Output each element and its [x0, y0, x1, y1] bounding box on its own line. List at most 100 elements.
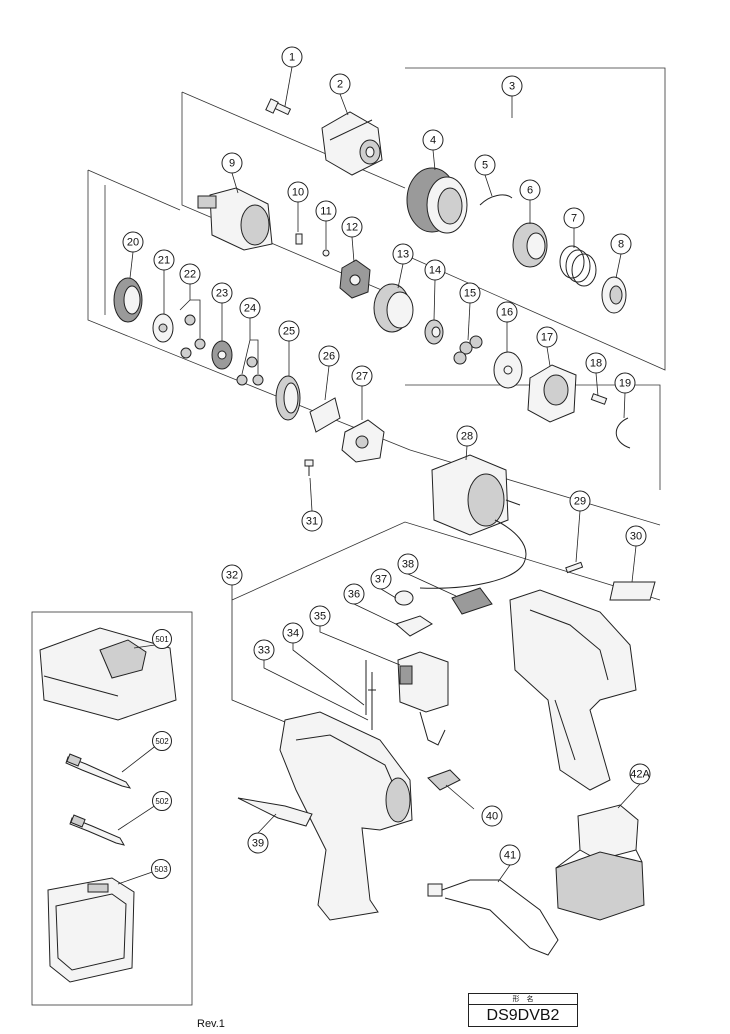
callout-label: 39 [252, 838, 264, 850]
callout-label: 20 [127, 237, 139, 249]
model-header: 形 名 [469, 994, 577, 1005]
callout-38: 38 [397, 553, 419, 575]
part-carrier-21 [152, 313, 174, 343]
callout-label: 501 [155, 635, 169, 644]
part-housing-9 [197, 187, 273, 251]
callout-label: 16 [501, 307, 513, 319]
part-bushing-37 [394, 590, 414, 606]
part-screw-18 [590, 393, 608, 405]
part-cam-12 [339, 259, 371, 299]
callout-label: 13 [397, 249, 409, 261]
callout-label: 14 [429, 265, 441, 277]
part-planet-gears-15 [453, 335, 483, 365]
part-gear-case-17 [527, 364, 577, 423]
callout-label: 33 [258, 645, 270, 657]
part-bracket-27 [341, 419, 385, 463]
part-lever-36 [395, 615, 433, 637]
callout-23: 23 [211, 282, 233, 304]
callout-7: 7 [563, 207, 585, 229]
callout-41: 41 [499, 844, 521, 866]
accessory-box [31, 611, 193, 1006]
callout-37: 37 [370, 568, 392, 590]
callout-label: 11 [320, 206, 331, 218]
callout-22: 22 [179, 263, 201, 285]
part-screw-1 [265, 98, 292, 116]
leader-lines [117, 66, 641, 885]
accessory-callout-503: 503 [151, 859, 171, 879]
callout-label: 5 [482, 160, 488, 172]
callout-label: 17 [541, 332, 553, 344]
callout-label: 30 [630, 531, 642, 543]
callout-label: 37 [375, 574, 387, 586]
part-planets-24 [236, 356, 264, 386]
part-carrier-23 [211, 340, 233, 370]
callout-16: 16 [496, 301, 518, 323]
callout-label: 28 [461, 431, 473, 443]
callout-40: 40 [481, 805, 503, 827]
callout-10: 10 [287, 181, 309, 203]
callout-31: 31 [301, 510, 323, 532]
model-box: 形 名 DS9DVB2 [468, 993, 578, 1027]
callout-label: 21 [158, 255, 170, 267]
callout-label: 10 [292, 187, 304, 199]
callout-35: 35 [309, 605, 331, 627]
part-clip-40 [427, 769, 461, 791]
part-pin-10 [295, 233, 303, 245]
callout-label: 6 [527, 185, 533, 197]
callout-label: 42A [630, 769, 650, 781]
part-chuck-2 [321, 111, 383, 176]
callout-label: 502 [155, 797, 169, 806]
part-clutch-ring-4 [406, 167, 468, 234]
callout-label: 4 [430, 135, 436, 147]
callout-label: 27 [356, 371, 368, 383]
part-ring-gear-25 [275, 375, 301, 421]
callout-label: 41 [504, 850, 516, 862]
callout-label: 40 [486, 811, 498, 823]
callout-42A: 42A [629, 763, 651, 785]
callout-12: 12 [341, 216, 363, 238]
callout-14: 14 [424, 259, 446, 281]
callout-13: 13 [392, 243, 414, 265]
part-wire-33 [368, 672, 376, 730]
group-frames [31, 67, 666, 1006]
part-spring-7 [559, 245, 597, 287]
callout-15: 15 [459, 282, 481, 304]
part-screw-31 [304, 459, 314, 476]
callout-3: 3 [501, 75, 523, 97]
callout-label: 34 [287, 628, 299, 640]
callout-label: 2 [337, 79, 343, 91]
callout-label: 502 [155, 737, 169, 746]
callout-1: 1 [281, 46, 303, 68]
callout-17: 17 [536, 326, 558, 348]
callout-26: 26 [318, 345, 340, 367]
accessory-callout-501: 501 [152, 629, 172, 649]
callout-label: 32 [226, 570, 238, 582]
callout-39: 39 [247, 832, 269, 854]
callout-29: 29 [569, 490, 591, 512]
callout-label: 12 [346, 222, 358, 234]
model-name: DS9DVB2 [486, 1007, 560, 1024]
callout-label: 24 [244, 303, 256, 315]
callout-33: 33 [253, 639, 275, 661]
part-ring-19 [615, 417, 631, 449]
callout-label: 36 [348, 589, 360, 601]
part-washer-8 [601, 276, 627, 314]
callout-label: 31 [306, 516, 318, 528]
callout-28: 28 [456, 425, 478, 447]
parts [39, 98, 656, 983]
callout-label: 38 [402, 559, 414, 571]
part-plate-38 [451, 587, 493, 615]
part-planets-22 [180, 314, 206, 359]
callout-9: 9 [221, 152, 243, 174]
callout-34: 34 [282, 622, 304, 644]
part-blade-39 [237, 797, 313, 827]
part-housing-right [509, 589, 637, 791]
part-plate-26 [309, 397, 341, 433]
part-label-30 [609, 581, 656, 601]
callout-label: 29 [574, 496, 586, 508]
part-clip-5 [479, 194, 513, 206]
part-gear-20 [113, 277, 143, 323]
callout-label: 8 [618, 239, 624, 251]
callout-20: 20 [122, 231, 144, 253]
